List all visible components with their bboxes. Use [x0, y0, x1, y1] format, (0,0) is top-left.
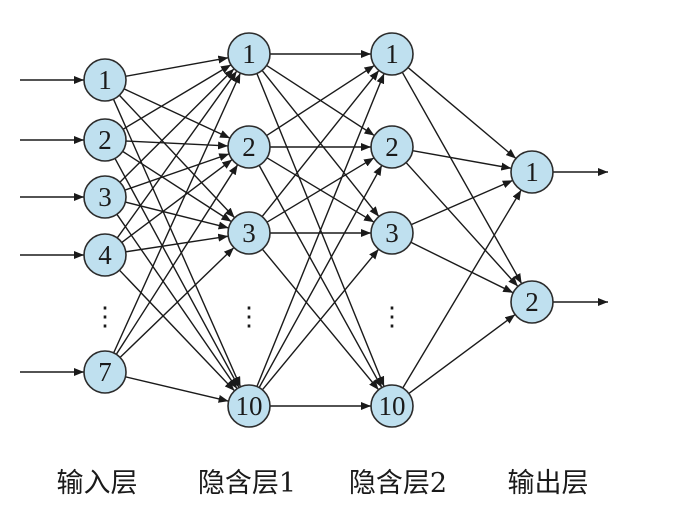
input-node-7: 7	[83, 350, 127, 394]
edge-input-2-to-hidden1-1	[122, 64, 232, 130]
edge-hidden2-1-to-output-2	[401, 71, 523, 285]
input-node-4: 4	[83, 233, 127, 277]
edge-input-1-to-hidden1-3	[118, 94, 236, 219]
edge-input-4-to-hidden1-1	[116, 70, 238, 239]
edge-hidden2-2-to-output-2	[405, 162, 519, 287]
edge-input-2-to-hidden1-3	[122, 150, 232, 223]
edge-hidden1-10-to-hidden2-2	[258, 165, 383, 388]
edge-input-1-to-hidden1-2	[123, 88, 231, 139]
node-label: 1	[525, 157, 539, 187]
node-circle	[227, 384, 271, 428]
edge-input-3-to-hidden1-3	[125, 201, 229, 230]
edge-hidden2-3-to-output-2	[410, 241, 514, 294]
edge-hidden1-3-to-hidden2-2	[266, 157, 375, 223]
hidden1-layer-label: 隐含层1	[198, 468, 296, 499]
hidden2-layer-ellipsis: ⋮	[379, 302, 405, 331]
node-label: 3	[242, 218, 256, 248]
edge-input-1-to-hidden1-10	[112, 98, 242, 388]
node-circle	[227, 32, 271, 76]
hidden1-node-2: 2	[227, 125, 271, 169]
input-node-3: 3	[83, 175, 127, 219]
hidden2-node-2: 2	[370, 125, 414, 169]
node-circle	[370, 125, 414, 169]
edge-input-7-to-hidden1-3	[119, 247, 235, 358]
node-label: 1	[385, 39, 399, 69]
hidden2-layer-label: 隐含层2	[349, 468, 447, 499]
edge-hidden1-2-to-hidden2-1	[266, 64, 375, 137]
node-circle	[370, 384, 414, 428]
edge-input-2-to-hidden1-2	[125, 140, 229, 150]
edge-input-4-to-hidden1-2	[121, 159, 233, 243]
hidden2-node-10: 10	[370, 384, 414, 428]
edge-input-4-to-hidden1-3	[125, 233, 229, 253]
node-label: 10	[236, 391, 263, 421]
edge-hidden2-10-to-output-2	[408, 313, 516, 395]
node-circle	[83, 350, 127, 394]
hidden1-node-10: 10	[227, 384, 271, 428]
output-layer-label: 输出层	[508, 468, 589, 499]
input-layer-ellipsis: ⋮	[92, 302, 118, 331]
edge-hidden2-10-to-output-1	[402, 189, 522, 389]
input-node-2: 2	[83, 118, 127, 162]
node-circle	[227, 125, 271, 169]
hidden1-layer-ellipsis: ⋮	[236, 302, 262, 331]
connections	[20, 50, 608, 410]
input-layer-label: 输入层	[57, 468, 138, 499]
node-label: 10	[379, 391, 406, 421]
node-circle	[227, 211, 271, 255]
hidden2-node-3: 3	[370, 211, 414, 255]
edge-hidden2-2-to-output-1	[412, 150, 512, 171]
node-circle	[83, 58, 127, 102]
edge-input-7-to-hidden1-1	[113, 72, 241, 354]
edge-input-3-to-hidden1-10	[116, 213, 238, 390]
ellipsis-markers: ⋮ ⋮ ⋮	[92, 302, 405, 331]
edge-hidden2-3-to-output-1	[410, 179, 514, 226]
edge-input-3-to-hidden1-2	[124, 153, 230, 191]
node-circle	[83, 175, 127, 219]
edge-hidden1-10-to-hidden2-3	[261, 248, 380, 391]
node-label: 2	[525, 287, 539, 317]
node-label: 2	[98, 125, 112, 155]
edge-input-2-to-hidden1-10	[114, 158, 240, 388]
edge-input-4-to-hidden1-10	[118, 269, 236, 392]
node-circle	[370, 32, 414, 76]
output-node-1: 1	[510, 150, 554, 194]
node-circle	[370, 211, 414, 255]
input-node-1: 1	[83, 58, 127, 102]
node-circle	[83, 233, 127, 277]
neurons: 1 2 3 4 7 1 2 3 10 1 2 3 10 1 2	[83, 32, 554, 428]
node-label: 2	[242, 132, 256, 162]
node-circle	[510, 280, 554, 324]
node-label: 2	[385, 132, 399, 162]
edge-hidden1-10-to-hidden2-1	[256, 73, 385, 387]
node-label: 1	[98, 65, 112, 95]
node-circle	[510, 150, 554, 194]
edge-hidden1-3-to-hidden2-1	[261, 69, 380, 218]
node-label: 3	[98, 182, 112, 212]
node-label: 7	[98, 357, 112, 387]
layer-labels: 输入层 隐含层1 隐含层2 输出层	[57, 468, 589, 499]
node-label: 1	[242, 39, 256, 69]
hidden2-node-1: 1	[370, 32, 414, 76]
output-node-2: 2	[510, 280, 554, 324]
edge-input-7-to-hidden1-2	[115, 164, 239, 355]
edge-hidden2-1-to-output-1	[407, 66, 517, 160]
edge-input-1-to-hidden1-1	[125, 55, 229, 77]
edge-input-7-to-hidden1-10	[125, 376, 229, 403]
node-circle	[83, 118, 127, 162]
node-label: 4	[98, 240, 112, 270]
node-label: 3	[385, 218, 399, 248]
hidden1-node-3: 3	[227, 211, 271, 255]
hidden1-node-1: 1	[227, 32, 271, 76]
edge-input-3-to-hidden1-1	[119, 68, 235, 183]
